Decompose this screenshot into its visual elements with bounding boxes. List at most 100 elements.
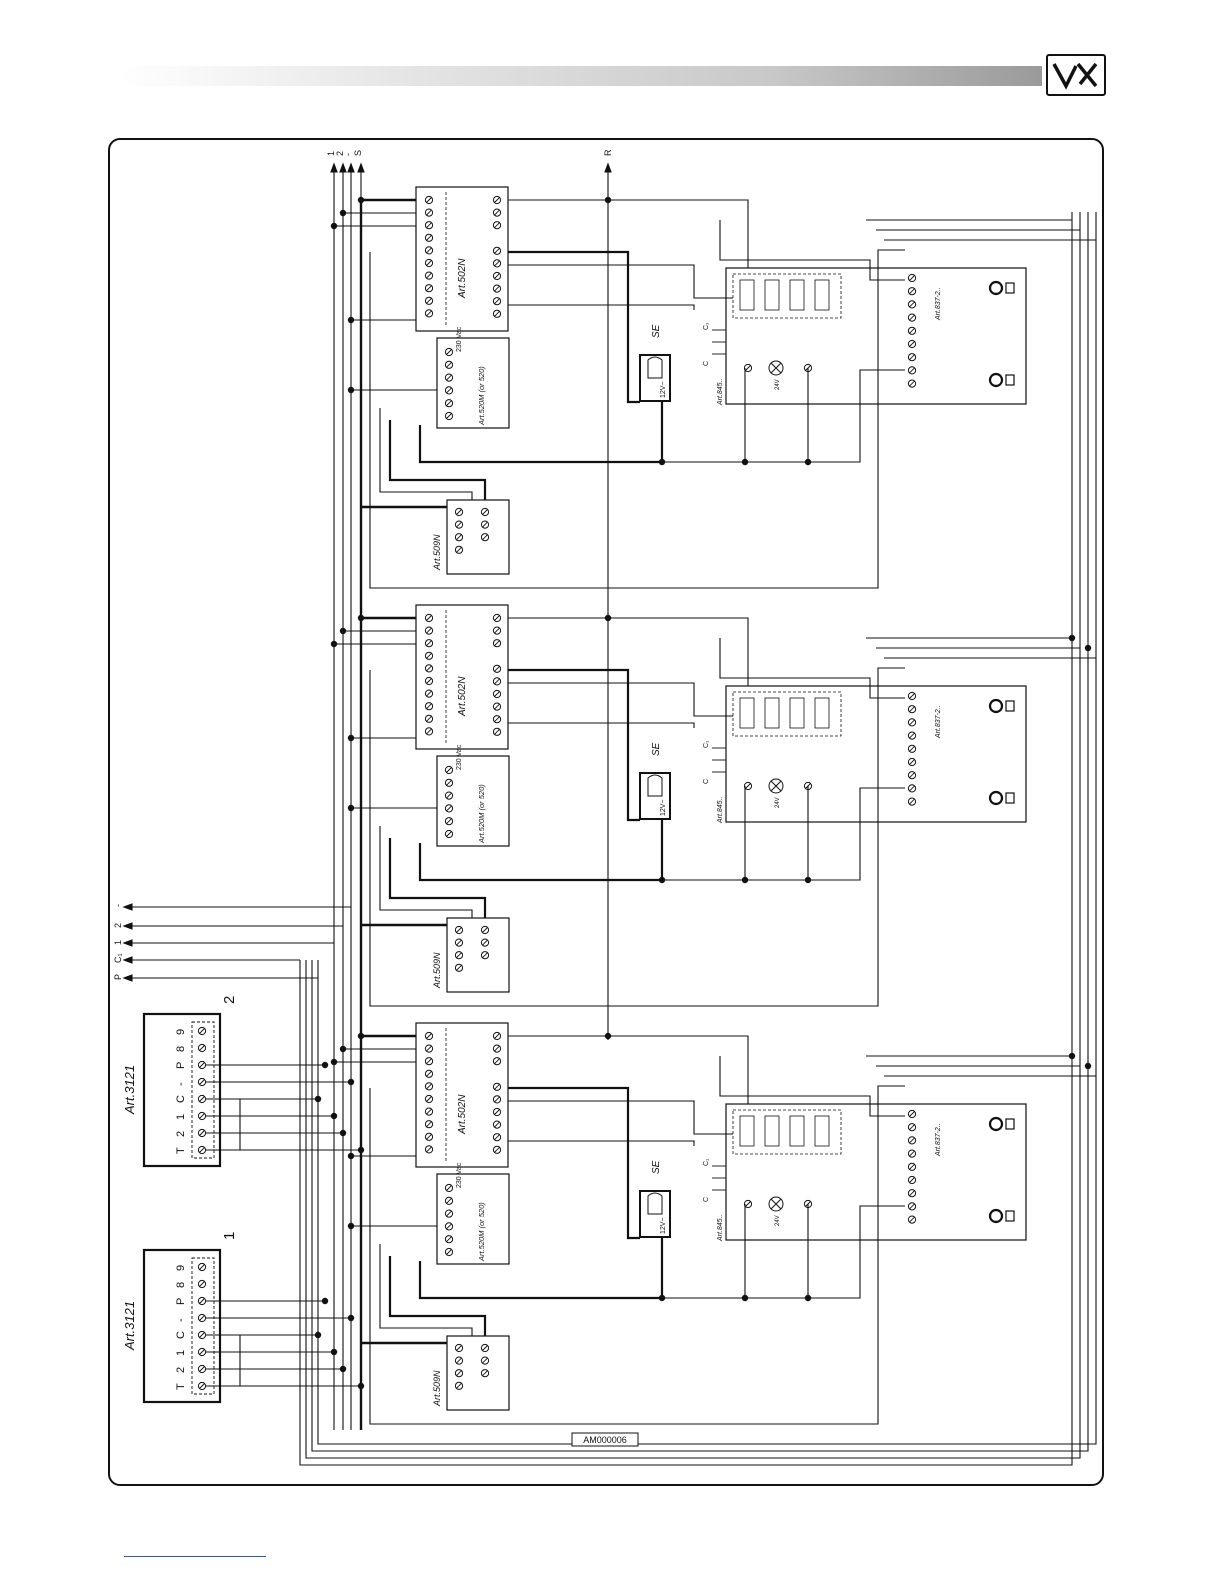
button-group [732,1109,842,1155]
terminal-screw [454,925,464,935]
arrow-left-icon [122,939,133,947]
terminal-screw [907,1215,917,1224]
arrow-left-icon [122,974,133,982]
art509-label: Art.509N [432,1370,442,1407]
terminal-screw [492,259,502,268]
wire [388,1256,487,1336]
panel-terminal-label: C [175,1095,187,1103]
wire [317,212,1097,1445]
terminal-screw [492,1044,502,1053]
microphone-icon [988,372,1004,388]
lock-icon [647,356,663,379]
terminal-screw [197,1296,207,1306]
terminal-screw [743,1199,753,1209]
terminal-screw [907,718,917,727]
art845-label: Art.845.. [717,378,724,406]
wire [508,668,640,822]
lamp-cross [770,1198,782,1210]
terminal-screw [424,727,434,736]
top-bus-labels: 1 2 - S R [326,149,613,156]
terminal-screw [197,1347,207,1357]
terminal-screw [492,1082,502,1091]
terminal-screw [454,963,464,972]
terminal-screw [197,1145,207,1155]
terminal-screw [907,1123,917,1132]
arrow-left-icon [122,956,133,964]
terminal-screw [907,1175,917,1185]
vx-logo-icon [1052,62,1098,90]
terminal-screw [743,363,753,373]
terminal-screw [454,1343,464,1353]
art502-label: Art.502N [457,676,468,717]
terminal-screw [907,287,917,296]
lock-icon [647,774,663,797]
terminal-screw [424,1145,434,1154]
terminal-screw [444,1222,454,1231]
junction-dot [741,876,749,884]
top-bus-label: S [353,150,363,156]
junction-dot [347,386,355,394]
stage-wires [330,614,1096,1007]
left-bus-label: 2 [113,923,123,928]
panel-number-label: 2 [221,996,238,1004]
junction-dot [347,734,355,742]
panel-terminal-label: T [175,1383,187,1390]
junction-dot [658,458,666,466]
stage-wires [330,1032,1096,1425]
terminal-screw [492,1120,502,1129]
art845-label: Art.845.. [717,1214,724,1242]
button-group [732,273,842,319]
se-lock-box [639,354,671,402]
wire [388,838,487,918]
arrow-up-icon [604,162,612,173]
terminal-strip [191,1257,215,1395]
terminal-screw [444,1196,454,1205]
terminal-screw [907,757,917,767]
call-button-icon [814,697,830,729]
terminal-screw [424,1057,434,1066]
junction-dot [347,1152,355,1160]
junction-dot [357,196,365,204]
terminal-screw [424,296,434,305]
terminal-screw [424,1094,434,1104]
terminal-screw [424,639,434,648]
lamp-label: 24V [775,379,781,390]
handset-icon [1005,792,1015,804]
terminal-screw [907,1202,917,1211]
terminal-screw [424,651,434,660]
wire [379,1244,473,1336]
terminal-screw [907,1162,917,1171]
art520-terminal-label: 230 Vac [456,744,463,770]
left-bus-label: 1 [113,940,123,945]
panel-terminal-label: T [175,1147,187,1154]
panel-terminal-label: P [175,1298,187,1305]
terminal-screw [492,1107,502,1117]
terminal-screw [454,520,464,529]
terminal-screw [454,545,464,554]
arrow-left-icon [122,903,133,911]
wire [508,1140,695,1146]
terminal-screw [444,1235,454,1244]
arrow-up-icon [330,162,338,173]
junction-dot [357,1032,365,1040]
terminal-screw [492,702,502,711]
call-button-icon [764,1115,780,1147]
call-button-icon [789,697,805,729]
terminal-screw [454,938,464,947]
wire [508,722,695,728]
wire [305,212,1081,1459]
junction-dot [741,458,749,466]
terminal-screw [492,284,502,293]
art509-label: Art.509N [432,534,442,571]
terminal-screw [197,1077,207,1087]
terminal-screw [444,360,454,369]
terminal-screw [424,714,434,723]
wire [369,667,905,1007]
junction-dot [804,876,812,884]
junction-dot [804,1294,812,1302]
call-button-icon [764,279,780,311]
terminal-screw [197,1313,207,1323]
c1-label: C₁ [703,740,710,748]
